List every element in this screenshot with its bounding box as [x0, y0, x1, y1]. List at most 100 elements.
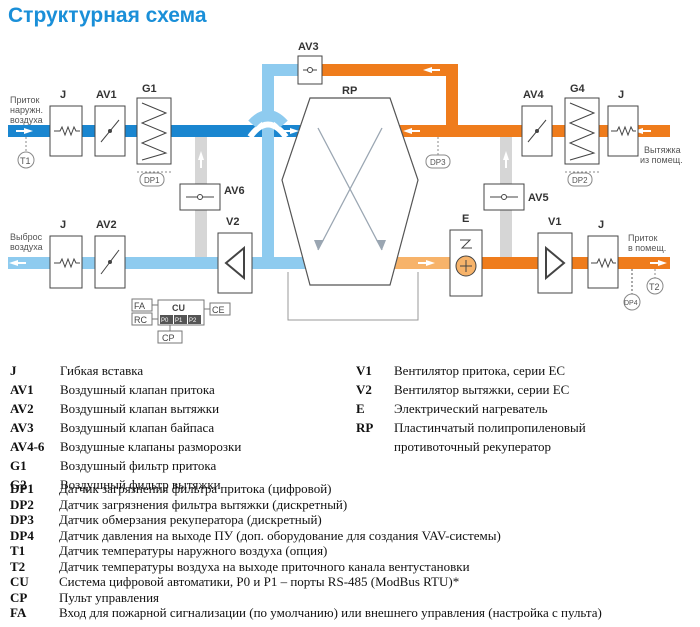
legend-code: AV1	[10, 382, 34, 397]
duct-crossover	[247, 121, 289, 139]
legend-text: Воздушный фильтр притока	[60, 458, 217, 473]
legend-code: G2	[10, 477, 27, 492]
legend-code: AV3	[10, 420, 34, 435]
rp-arrowhead-2	[314, 240, 324, 250]
label-dp3: DP3	[430, 158, 446, 167]
label-rc: RC	[134, 315, 147, 325]
arrow-extract-to-rp-tail	[412, 130, 420, 132]
arrow-supply	[658, 260, 667, 266]
flex-symbol-3	[591, 257, 616, 269]
label-ce: CE	[212, 305, 225, 315]
arrow-exhaust	[9, 260, 18, 266]
legend-code	[356, 437, 394, 456]
bypass-riser-left	[262, 64, 274, 269]
legend-row: AV2 Воздушный клапан вытяжки	[10, 399, 241, 418]
label-p0: P0	[161, 318, 169, 324]
legend-code: RP	[356, 420, 374, 435]
legend-row: противоточный рекуператор	[356, 437, 586, 456]
arrow-defrost-right	[503, 151, 509, 160]
legend-code: G1	[10, 458, 27, 473]
legend-text: Система цифровой автоматики, P0 и P1 – п…	[59, 574, 460, 589]
label-v2: V2	[226, 216, 239, 228]
arrow-bypass-top	[423, 67, 432, 73]
bypass-top-orange	[322, 64, 458, 76]
duct-crossover-arc	[248, 110, 288, 128]
extract-text-2: из помещ.	[640, 155, 683, 165]
legend-code: DP1	[10, 481, 34, 496]
legend-text: Пульт управления	[59, 589, 160, 605]
flex-insert-j-supply	[587, 235, 619, 289]
bypass-top-blue	[262, 64, 298, 76]
filter-g1-pleats	[140, 102, 168, 161]
label-dp4: DP4	[624, 300, 638, 307]
port-p0	[160, 315, 173, 324]
label-cu: CU	[172, 303, 185, 313]
intake-text-2: наружн.	[10, 105, 43, 115]
arrow-supply-tail	[650, 262, 658, 264]
arrow-defrost-left	[198, 151, 204, 160]
flex-insert-j-exhaust	[49, 235, 83, 289]
legend-code: DP3	[10, 512, 34, 527]
fan-v2	[217, 232, 253, 294]
damper-av3-axis	[307, 67, 313, 73]
damper-av2	[94, 235, 126, 289]
label-av1: AV1	[96, 89, 117, 101]
label-j1: J	[60, 89, 66, 101]
sensor-t2	[646, 277, 664, 295]
label-j3: J	[598, 219, 604, 231]
label-t2: T2	[649, 282, 660, 292]
legend-code: V1	[356, 363, 372, 378]
flex-symbol-1	[54, 125, 80, 137]
label-dp1: DP1	[144, 176, 160, 185]
sensor-dp3	[425, 154, 451, 169]
legend-text: Воздушный клапан байпаса	[60, 420, 215, 435]
arrow-supply-pre	[426, 260, 435, 266]
exhaust-text-2: воздуха	[10, 242, 43, 252]
arrow-supply-pre-tail	[418, 262, 426, 264]
side-labels: Приток наружн. воздуха Выброс воздуха Вы…	[10, 95, 683, 253]
recuperator-rp	[281, 97, 419, 286]
label-j4: J	[618, 89, 624, 101]
legend-code: E	[356, 401, 365, 416]
flow-arrows	[9, 67, 667, 266]
arrow-extract-to-rp	[403, 128, 412, 134]
flex-symbol-4	[611, 125, 636, 137]
label-av6: AV6	[224, 185, 245, 197]
supply-text-2: в помещ.	[628, 243, 666, 253]
label-j2: J	[60, 219, 66, 231]
label-dp2: DP2	[572, 176, 588, 185]
legend-text: Датчик обмерзания рекуператора (дискретн…	[59, 512, 322, 527]
exhaust-text-1: Выброс	[10, 232, 43, 242]
legend-row: CU Система цифровой автоматики, P0 и P1 –…	[10, 574, 602, 590]
label-g1: G1	[142, 83, 157, 95]
arrow-intake-tail	[16, 130, 24, 132]
legend-text: Воздушные клапаны разморозки	[60, 439, 242, 454]
legend-code: T1	[10, 543, 26, 558]
legend-row: DP3 Датчик обмерзания рекуператора (дискр…	[10, 512, 602, 528]
legend-code: V2	[356, 382, 372, 397]
arrow-to-rp-tail	[282, 130, 290, 132]
legend-code: CU	[10, 574, 29, 589]
arrow-defrost-right-tail	[505, 160, 507, 168]
legend-row: AV3 Воздушный клапан байпаса	[10, 418, 241, 437]
label-fa: FA	[134, 301, 145, 311]
label-v1: V1	[548, 216, 561, 228]
legend-text: Воздушный клапан вытяжки	[60, 401, 220, 416]
heater-e-bolt	[460, 239, 472, 249]
supply-text-1: Приток	[628, 233, 658, 243]
legend-code: J	[10, 363, 17, 378]
legend-code: AV2	[10, 401, 34, 416]
